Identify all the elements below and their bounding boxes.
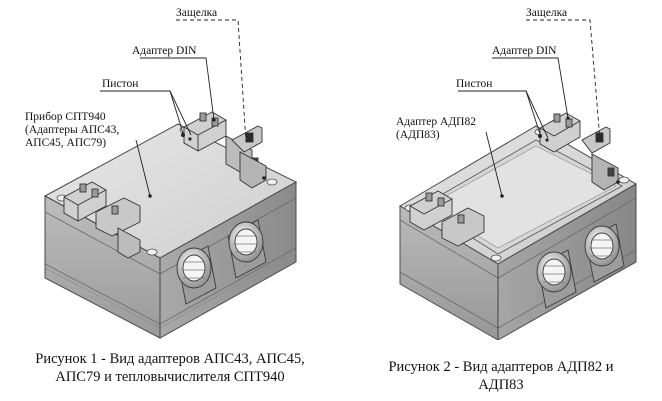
leader-dots <box>500 116 570 198</box>
din-adapter-back <box>539 112 619 191</box>
din-adapter-back <box>183 111 267 189</box>
figure-2-caption-line1: Рисунок 2 - Вид адаптеров АДП82 и <box>388 359 614 375</box>
cable-gland-left <box>536 249 577 309</box>
din-adapter-front <box>409 190 485 247</box>
label-adapter: Адаптер АДП82 (АДП83) <box>396 116 476 142</box>
label-piston: Пистон <box>456 78 493 90</box>
figure-2-drawing <box>399 19 637 340</box>
figure-2-caption-line2: АДП83 <box>478 377 524 393</box>
leader-lines <box>100 19 247 197</box>
figure-1-drawing <box>43 19 298 339</box>
label-device: Прибор СПТ940 (Адаптеры АПС43, АПС45, АП… <box>25 111 119 150</box>
leader-lines <box>458 19 601 197</box>
piston-dots <box>538 134 620 184</box>
figure-1-caption-line2: АПС79 и тепловычислителя СПТ940 <box>55 369 285 385</box>
cable-gland-right <box>584 223 625 283</box>
cable-gland-right <box>227 219 267 279</box>
label-device-line2: (Адаптеры АПС43, <box>25 124 120 136</box>
label-piston: Пистон <box>102 78 139 90</box>
label-adapter-line1: Адаптер АДП82 <box>396 116 476 128</box>
label-device-line1: Прибор СПТ940 <box>25 111 106 123</box>
label-latch: Защелка <box>176 7 218 19</box>
label-adapter-line2: (АДП83) <box>396 129 440 141</box>
figure-2: Защелка Адаптер DIN Пистон Адаптер АДП82… <box>340 0 662 401</box>
label-din-adapter: Адаптер DIN <box>492 45 557 57</box>
figure-1: Защелка Адаптер DIN Пистон Прибор СПТ940… <box>0 7 340 386</box>
figure-1-caption-line1: Рисунок 1 - Вид адаптеров АПС43, АПС45, <box>35 351 305 367</box>
piston-dots <box>181 133 266 180</box>
figure-2-caption: Рисунок 2 - Вид адаптеров АДП82 и АДП83 <box>340 358 662 394</box>
label-device-line3: АПС45, АПС79) <box>25 137 107 149</box>
label-din-adapter: Адаптер DIN <box>132 45 197 57</box>
din-adapter-front <box>63 181 141 259</box>
label-latch: Защелка <box>526 7 568 19</box>
leader-dots <box>148 118 216 198</box>
figure-1-caption: Рисунок 1 - Вид адаптеров АПС43, АПС45, … <box>0 350 340 386</box>
cable-gland-left <box>176 245 217 305</box>
